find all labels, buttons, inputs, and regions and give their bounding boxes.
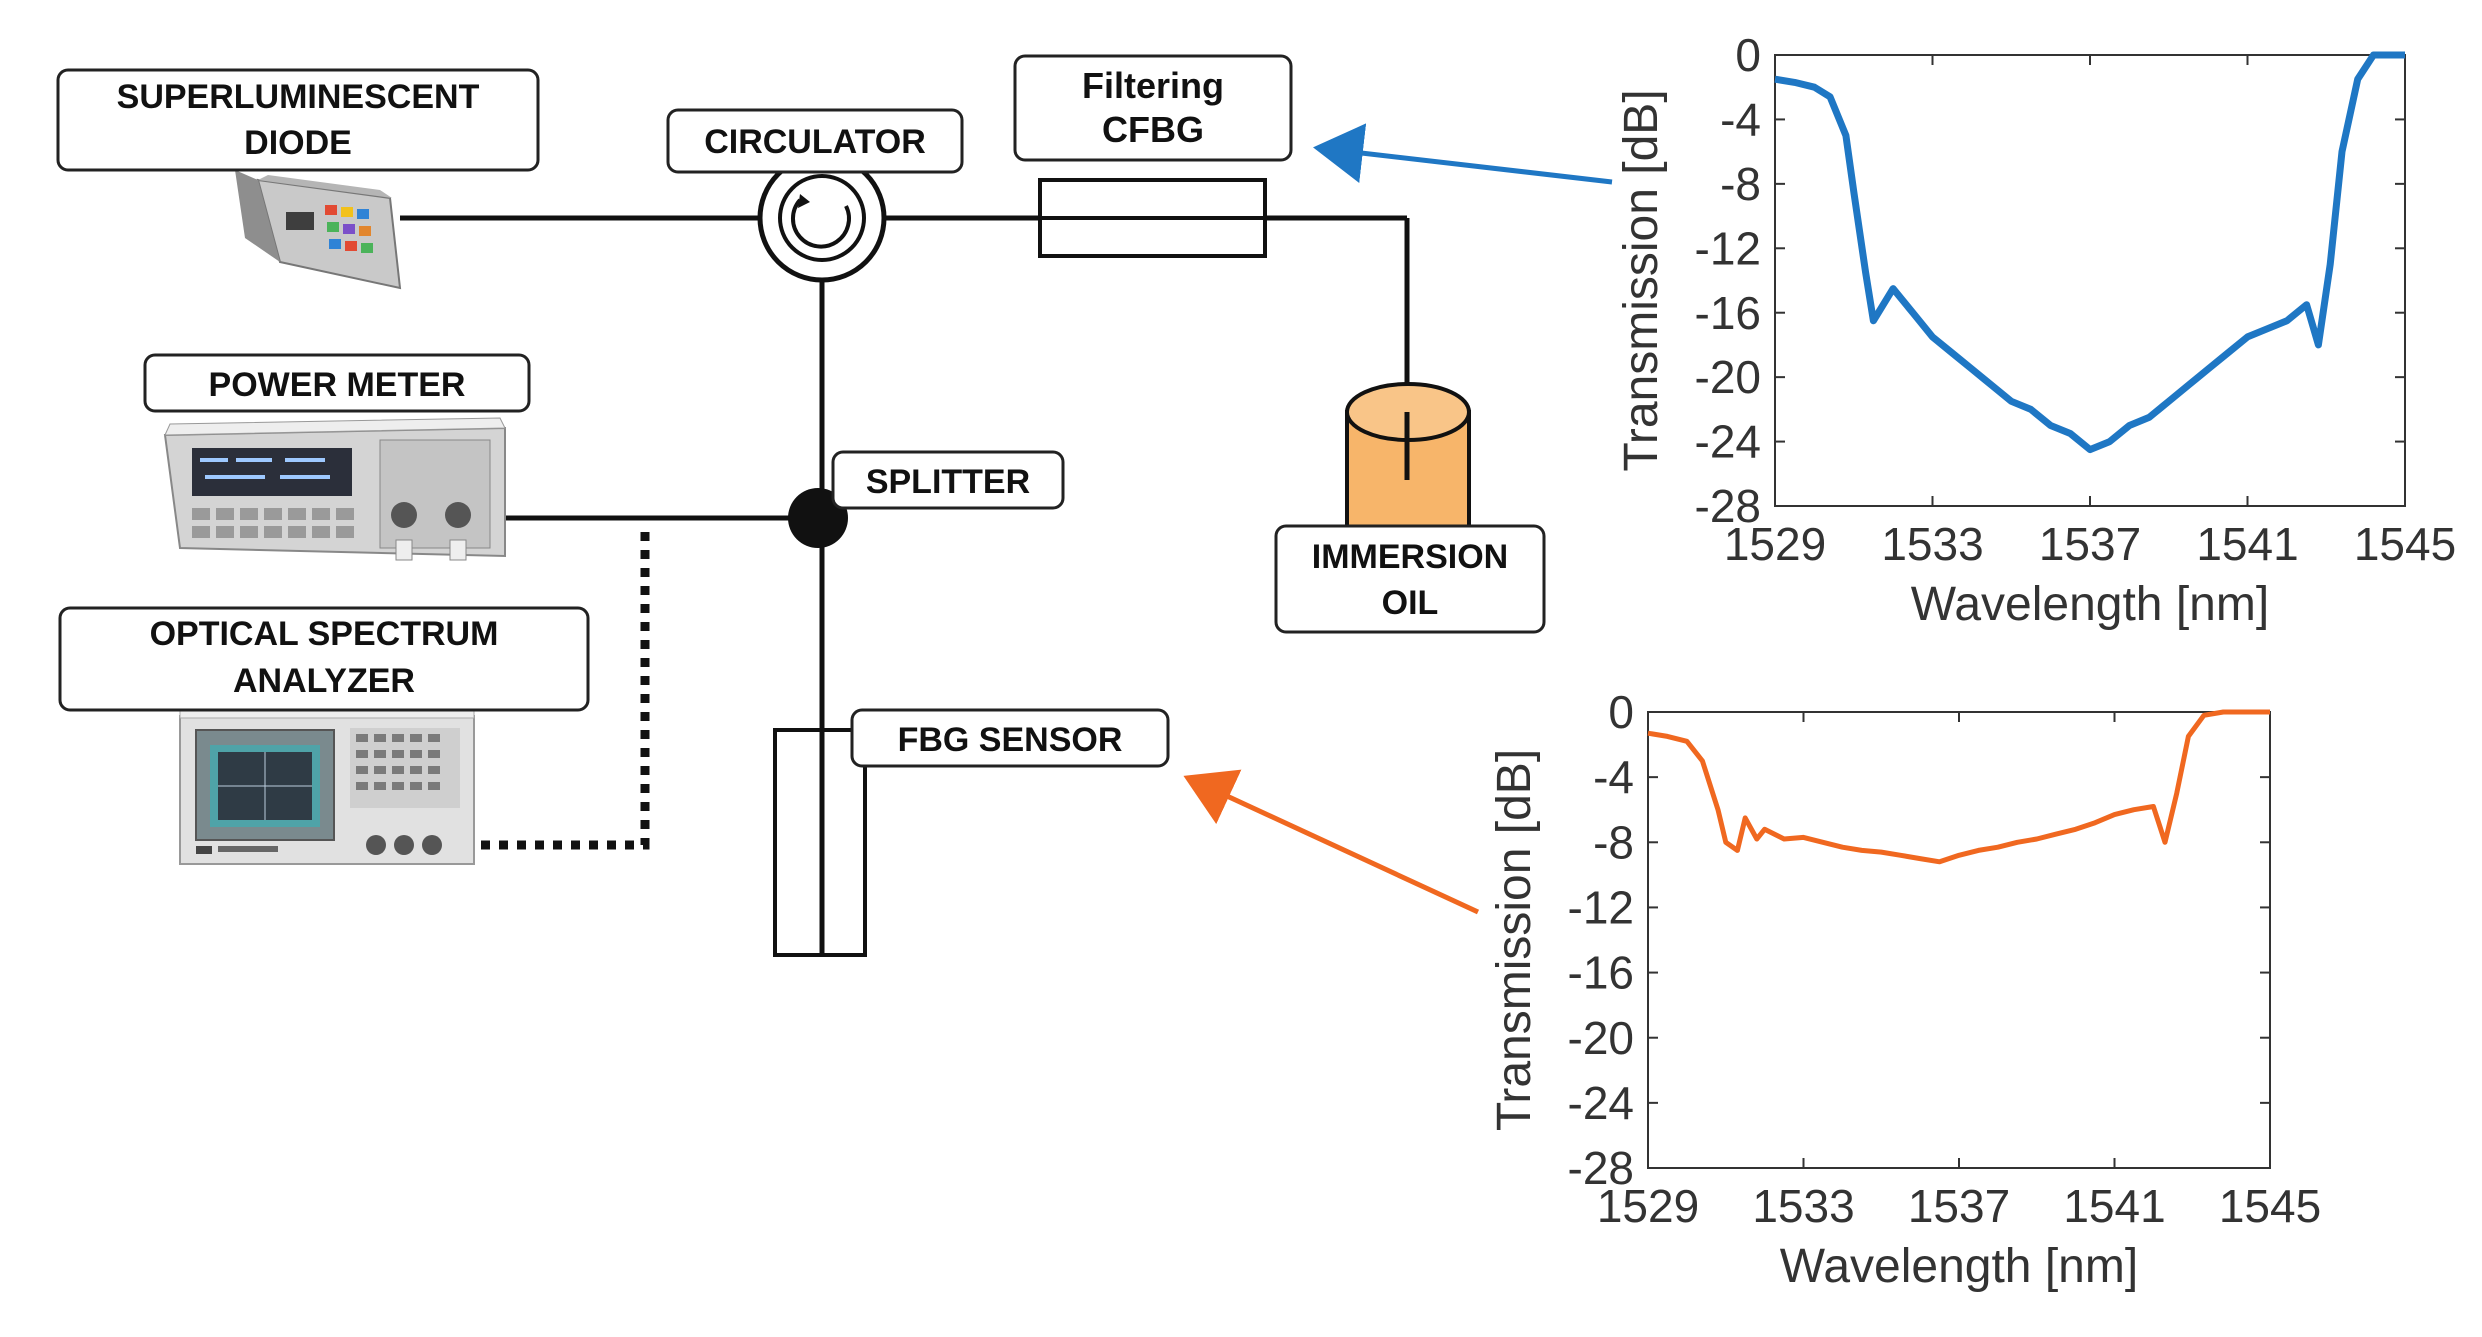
y-tick-label: -20 bbox=[1568, 1012, 1634, 1064]
y-axis-label: Transmission [dB] bbox=[1615, 89, 1668, 471]
x-tick-label: 1541 bbox=[2196, 518, 2298, 570]
x-tick-label: 1529 bbox=[1597, 1180, 1699, 1232]
plot-area bbox=[1647, 711, 2271, 1169]
sld-device-icon bbox=[235, 170, 402, 290]
x-tick-label: 1537 bbox=[1908, 1180, 2010, 1232]
y-tick-label: -4 bbox=[1720, 94, 1761, 146]
cfbg-label-box: Filtering CFBG bbox=[1013, 54, 1293, 162]
osa-label-line1: OPTICAL SPECTRUM bbox=[150, 615, 499, 653]
circulator-symbol bbox=[757, 153, 887, 283]
y-tick-label: -4 bbox=[1593, 751, 1634, 803]
fiber-lines bbox=[400, 215, 1410, 955]
fbg-sensor-label-box: FBG SENSOR bbox=[850, 708, 1170, 768]
power-meter-label-box: POWER METER bbox=[143, 353, 531, 413]
y-tick-label: -24 bbox=[1568, 1077, 1634, 1129]
y-tick-label: -28 bbox=[1568, 1142, 1634, 1194]
osa-label-line2: ANALYZER bbox=[233, 662, 415, 700]
oil-label-line1: IMMERSION bbox=[1312, 538, 1508, 576]
splitter-label: SPLITTER bbox=[866, 463, 1030, 501]
osa-dotted-link bbox=[440, 532, 650, 850]
oil-label-line2: OIL bbox=[1382, 584, 1439, 622]
y-tick-label: 0 bbox=[1735, 29, 1761, 81]
cfbg-label-line1: Filtering bbox=[1082, 65, 1224, 106]
x-tick-label: 1541 bbox=[2063, 1180, 2165, 1232]
y-tick-label: -8 bbox=[1593, 816, 1634, 868]
plot-area bbox=[1774, 54, 2406, 507]
oil-label-box: IMMERSION OIL bbox=[1274, 524, 1546, 634]
x-tick-label: 1545 bbox=[2354, 518, 2456, 570]
x-tick-label: 1529 bbox=[1724, 518, 1826, 570]
x-tick-label: 1537 bbox=[2039, 518, 2141, 570]
series-line bbox=[1774, 51, 2405, 454]
circulator-label-box: CIRCULATOR bbox=[666, 108, 964, 174]
osa-label-box: OPTICAL SPECTRUM ANALYZER bbox=[58, 606, 590, 712]
cfbg-label-line2: CFBG bbox=[1102, 109, 1204, 150]
y-tick-label: -8 bbox=[1720, 158, 1761, 210]
x-axis-label: Wavelength [nm] bbox=[1780, 1240, 2138, 1293]
y-tick-label: -28 bbox=[1695, 480, 1761, 532]
splitter-label-box: SPLITTER bbox=[831, 450, 1065, 510]
circulator-label: CIRCULATOR bbox=[704, 123, 926, 161]
x-tick-label: 1533 bbox=[1752, 1180, 1854, 1232]
fbg-sensor-element bbox=[773, 728, 867, 957]
sld-label-line2: DIODE bbox=[244, 124, 352, 162]
y-tick-label: -12 bbox=[1568, 882, 1634, 934]
x-axis-label: Wavelength [nm] bbox=[1911, 578, 2269, 631]
power-meter-label: POWER METER bbox=[209, 366, 466, 404]
y-tick-label: 0 bbox=[1608, 686, 1634, 738]
power-meter-device-icon bbox=[163, 417, 506, 561]
osa-device-icon bbox=[179, 703, 475, 865]
x-tick-label: 1533 bbox=[1881, 518, 1983, 570]
y-tick-label: -16 bbox=[1695, 287, 1761, 339]
series-line bbox=[1647, 709, 2270, 865]
y-tick-label: -20 bbox=[1695, 351, 1761, 403]
blue-arrow bbox=[1313, 123, 1613, 185]
orange-arrow bbox=[1183, 769, 1480, 915]
sld-label-line1: SUPERLUMINESCENT bbox=[117, 78, 480, 116]
y-tick-label: -24 bbox=[1695, 416, 1761, 468]
y-tick-label: -16 bbox=[1568, 947, 1634, 999]
fbg-sensor-label: FBG SENSOR bbox=[898, 721, 1123, 759]
y-axis-label: Transmission [dB] bbox=[1488, 749, 1541, 1131]
x-tick-label: 1545 bbox=[2219, 1180, 2321, 1232]
sld-label-box: SUPERLUMINESCENT DIODE bbox=[56, 68, 540, 172]
y-tick-label: -12 bbox=[1695, 222, 1761, 274]
